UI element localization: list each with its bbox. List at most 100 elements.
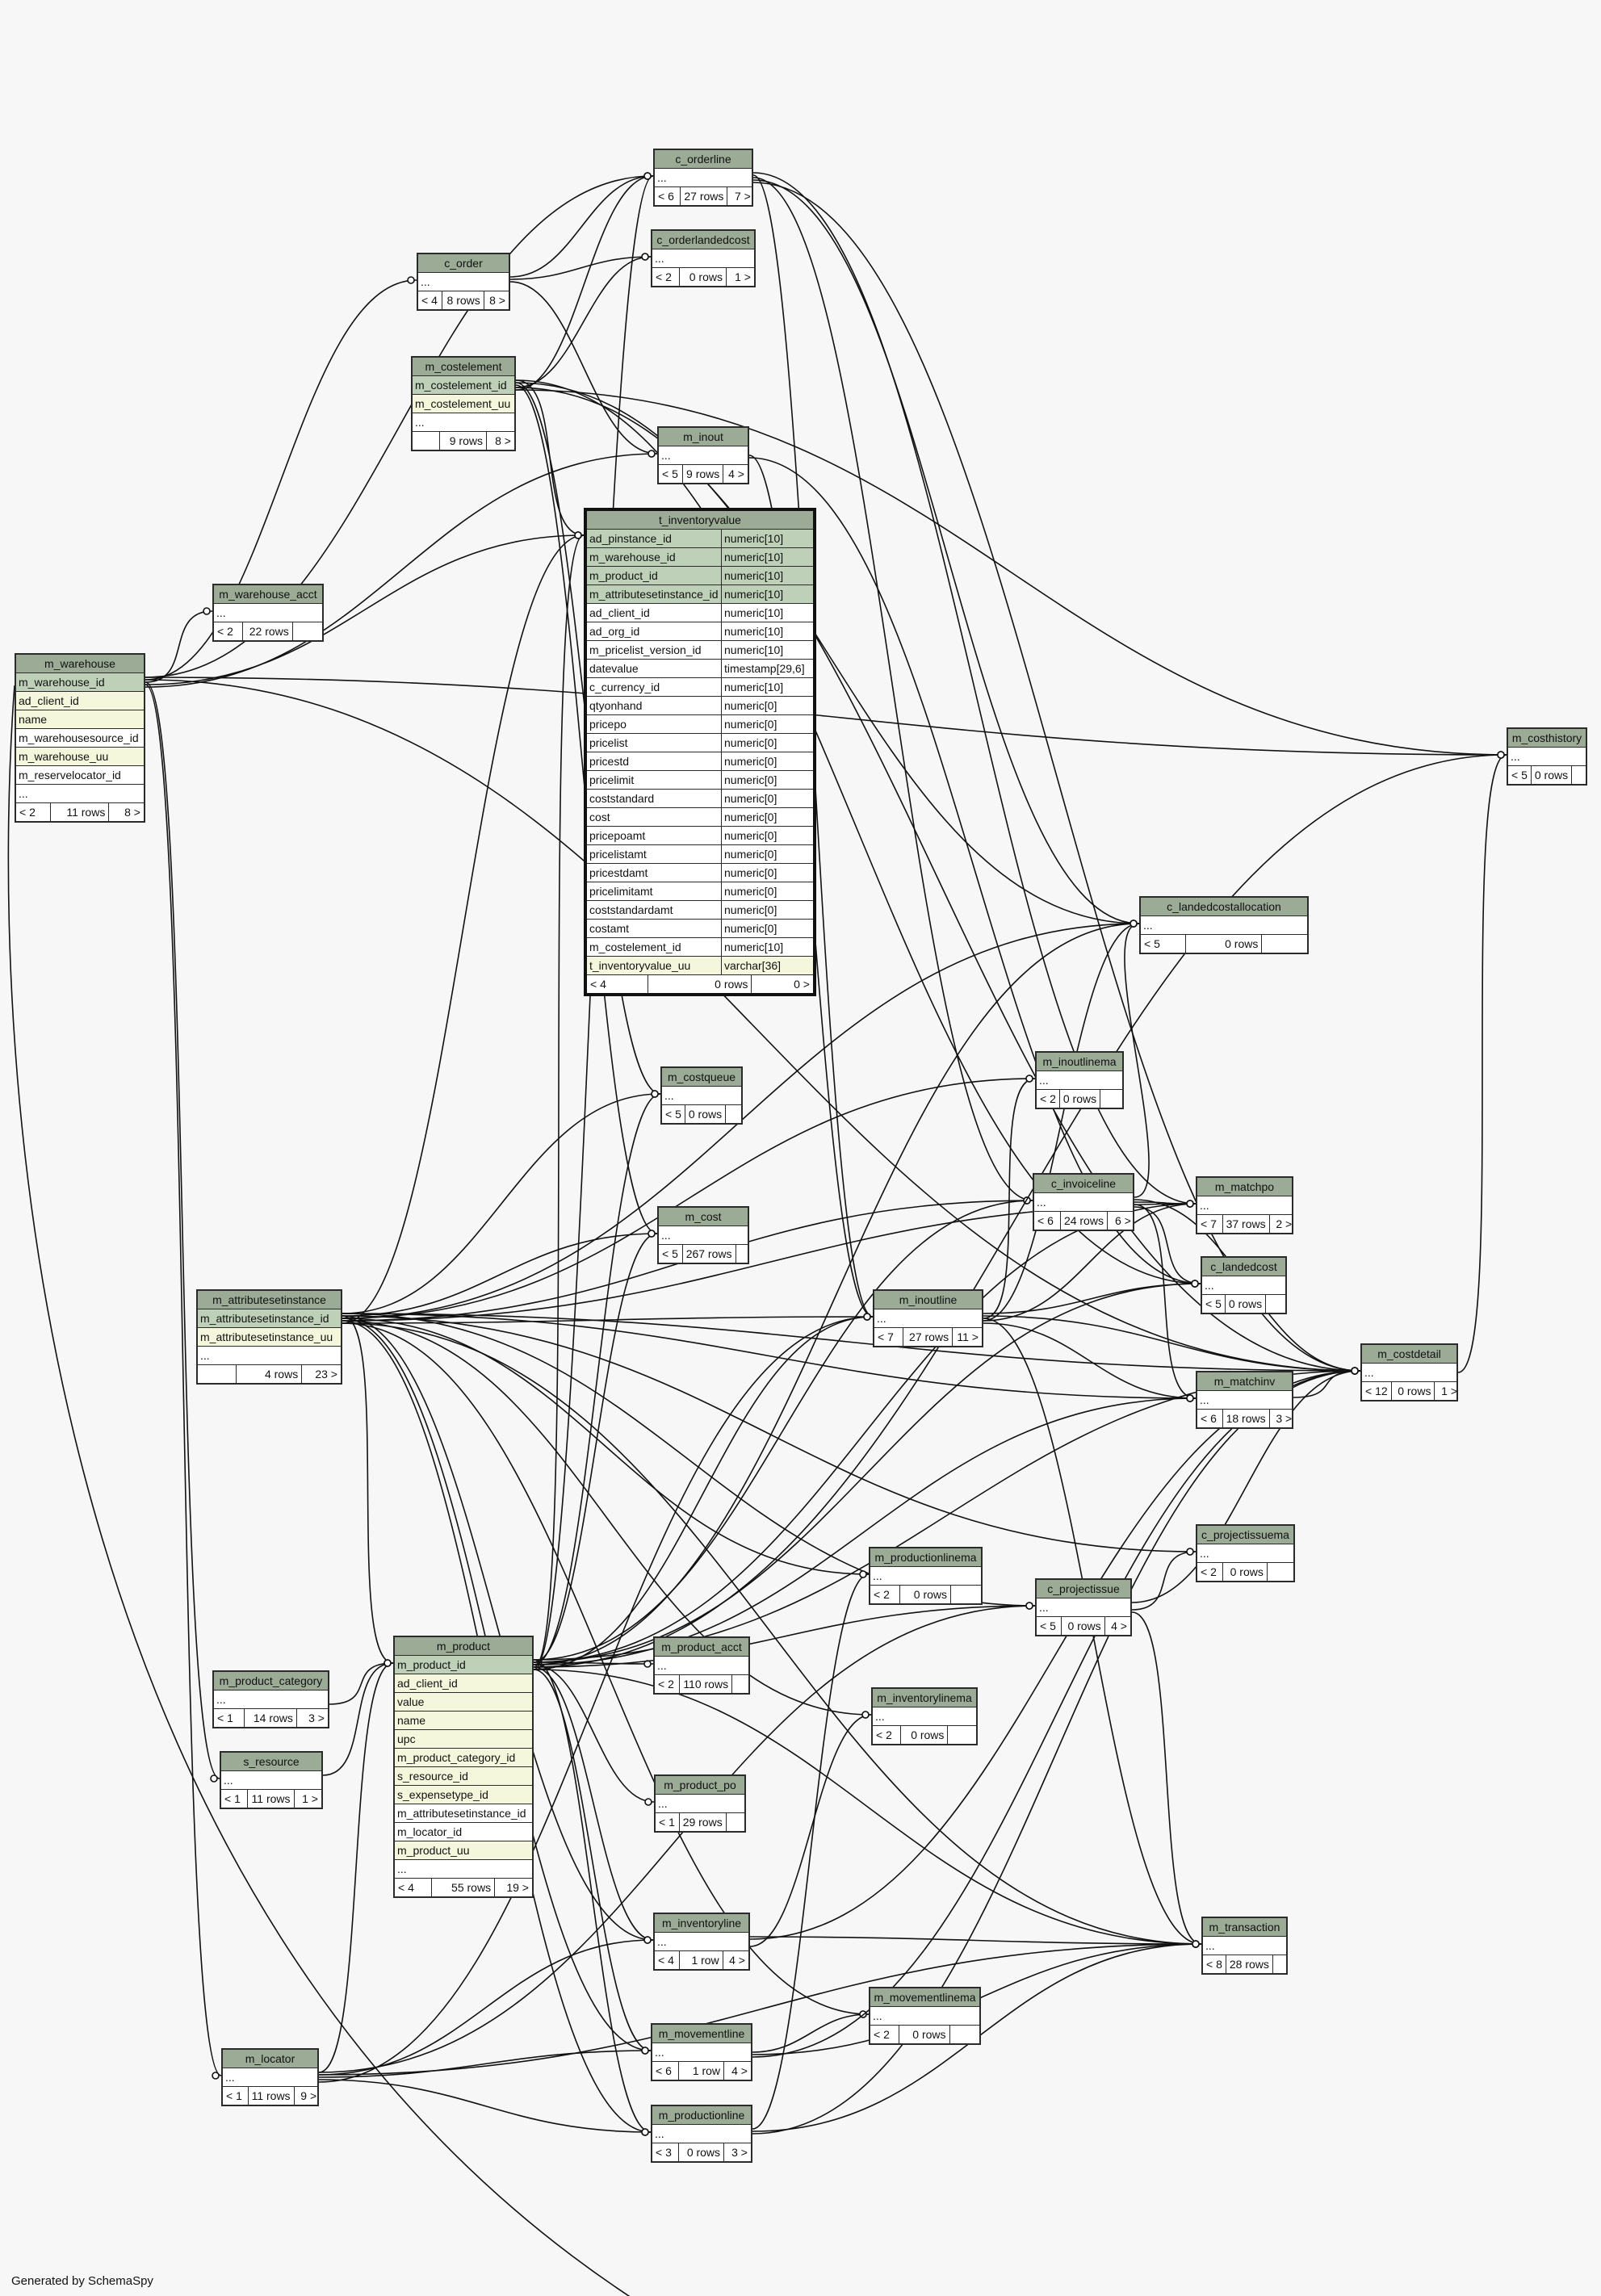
children-count[interactable]: 8 > — [489, 294, 505, 307]
parents-count[interactable]: < 2 — [1037, 1090, 1060, 1108]
parents-count[interactable]: < 7 — [1197, 1215, 1223, 1233]
parents-count[interactable]: < 2 — [870, 2026, 900, 2043]
parents-count[interactable]: < 2 — [870, 1586, 900, 1603]
parents-count[interactable]: < 3 — [652, 2143, 679, 2161]
children-count[interactable]: 9 > — [300, 2089, 317, 2102]
children-count[interactable] — [1572, 766, 1593, 784]
children-count[interactable]: 3 > — [308, 1712, 325, 1724]
parents-count[interactable]: < 2 — [652, 268, 681, 286]
children-count[interactable] — [948, 1726, 976, 1744]
children-count[interactable]: 3 > — [1276, 1412, 1293, 1425]
parents-count[interactable]: < 5 — [1508, 766, 1532, 784]
children-count[interactable] — [736, 1245, 761, 1263]
parents-count[interactable]: < 4 — [587, 975, 648, 993]
children-count[interactable] — [1266, 1295, 1289, 1313]
parents-count[interactable]: < 2 — [214, 622, 244, 640]
parents-count[interactable]: < 4 — [655, 1951, 681, 1969]
parents-count[interactable]: < 4 — [395, 1879, 432, 1896]
children-count[interactable]: 6 > — [1115, 1214, 1131, 1227]
parents-count[interactable]: < 8 — [1203, 1955, 1226, 1973]
parents-count[interactable]: < 2 — [1197, 1563, 1224, 1581]
children-count[interactable]: 23 > — [315, 1368, 337, 1381]
parents-count[interactable]: < 5 — [1037, 1617, 1062, 1635]
children-count[interactable]: 4 > — [729, 1954, 745, 1967]
parents-count[interactable]: < 6 — [652, 2062, 679, 2080]
parents-count[interactable]: < 2 — [16, 803, 51, 821]
children-count[interactable] — [1268, 1563, 1293, 1581]
parents-count[interactable]: < 12 — [1362, 1382, 1392, 1400]
children-count[interactable] — [726, 1105, 747, 1123]
children-count[interactable] — [950, 2026, 979, 2043]
parents-count[interactable]: < 5 — [659, 465, 683, 483]
children-count[interactable]: 1 > — [1441, 1385, 1458, 1397]
parents-count[interactable]: < 1 — [214, 1709, 245, 1727]
parents-count[interactable] — [413, 432, 441, 450]
children-count[interactable] — [293, 622, 322, 640]
children-count[interactable]: 0 > — [794, 978, 810, 991]
children-count[interactable]: 1 > — [302, 1792, 318, 1805]
children-count[interactable] — [1100, 1090, 1124, 1108]
parents-count[interactable]: < 5 — [662, 1105, 685, 1123]
children-count[interactable]: 8 > — [495, 434, 511, 447]
parents-count[interactable]: < 2 — [655, 1675, 681, 1693]
children-count[interactable]: 4 > — [728, 467, 744, 480]
children-count[interactable]: 4 > — [731, 2064, 748, 2077]
children-count[interactable]: 2 > — [1276, 1217, 1293, 1230]
parents-count[interactable]: < 6 — [1034, 1212, 1061, 1230]
children-count[interactable]: 4 > — [1111, 1619, 1127, 1632]
parents-count[interactable]: < 5 — [1202, 1295, 1226, 1313]
parents-count[interactable]: < 1 — [223, 2087, 249, 2105]
children-count[interactable] — [732, 1675, 757, 1693]
children-count[interactable] — [727, 1813, 751, 1831]
parents-count[interactable]: < 6 — [1197, 1410, 1223, 1427]
parents-count[interactable]: < 2 — [873, 1726, 901, 1744]
parents-count[interactable]: < 5 — [659, 1245, 683, 1263]
parents-count[interactable]: < 1 — [221, 1790, 249, 1808]
children-count[interactable]: 19 > — [506, 1881, 529, 1894]
children-count[interactable] — [1262, 935, 1307, 953]
children-count[interactable] — [1273, 1955, 1296, 1973]
parents-count[interactable]: < 5 — [1141, 935, 1186, 953]
parents-count[interactable]: < 6 — [655, 187, 681, 205]
children-count[interactable]: 1 > — [735, 270, 751, 283]
parents-count[interactable]: < 7 — [874, 1328, 903, 1346]
parents-count[interactable]: < 1 — [656, 1813, 680, 1831]
parents-count[interactable] — [198, 1365, 237, 1383]
children-count[interactable]: 3 > — [731, 2146, 748, 2159]
children-count[interactable]: 7 > — [734, 190, 751, 203]
